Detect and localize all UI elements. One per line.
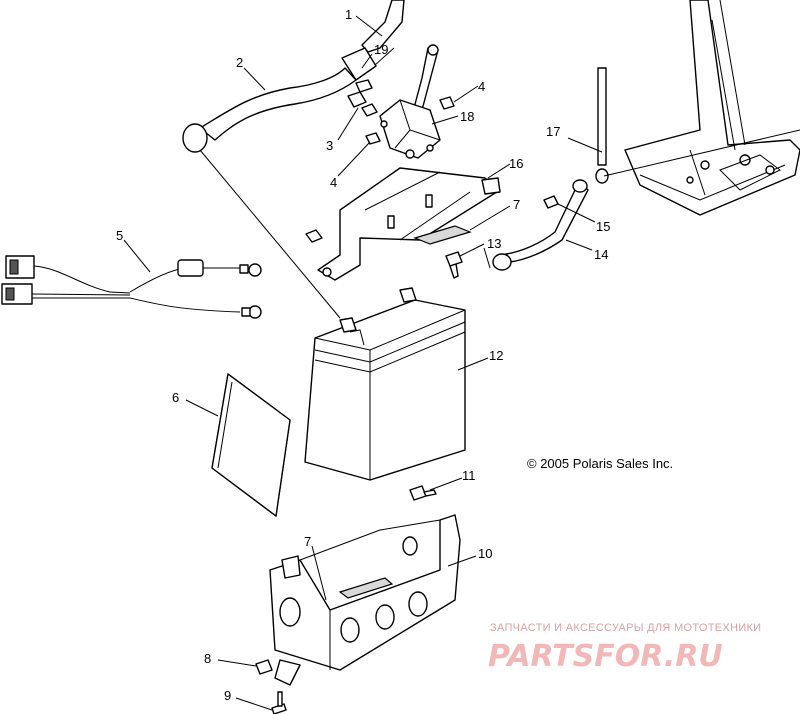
part-2-cable (182, 67, 357, 153)
callout-14: 14 (594, 247, 608, 262)
callout-7-lower: 7 (304, 534, 311, 549)
part-16-bracket (305, 167, 501, 281)
callout-3: 3 (326, 138, 333, 153)
callout-17: 17 (546, 124, 560, 139)
callout-5: 5 (116, 228, 123, 243)
part-14-cable (492, 179, 589, 271)
leader-lines (123, 15, 800, 711)
part-8-nut (255, 659, 273, 675)
callout-9: 9 (224, 688, 231, 703)
callout-15: 15 (596, 219, 610, 234)
callout-11: 11 (462, 468, 476, 483)
part-10-tray (269, 514, 461, 686)
small-nuts (347, 79, 455, 145)
watermark-logo: PARTSFOR.RU (488, 639, 723, 674)
part-7-pad-lower (338, 577, 394, 599)
part-12-battery (304, 287, 466, 481)
callout-6: 6 (172, 390, 179, 405)
callout-4-lower: 4 (330, 175, 337, 190)
frame-section (624, 0, 800, 216)
part-18-solenoid (379, 44, 441, 159)
callout-19: 19 (374, 42, 388, 57)
callout-10: 10 (478, 546, 492, 561)
callout-12: 12 (489, 348, 503, 363)
part-17-cable (595, 67, 609, 184)
callout-4-upper: 4 (478, 79, 485, 94)
part-11-bolt (409, 485, 437, 501)
watermark: ЗАПЧАСТИ И АКСЕССУАРЫ ДЛЯ МОТОТЕХНИКИ PA… (488, 622, 761, 674)
callout-18: 18 (460, 109, 474, 124)
callout-7-upper: 7 (513, 197, 520, 212)
part-15-nut (543, 195, 559, 209)
part-9-screw (271, 691, 287, 714)
part-13-screw (445, 251, 463, 279)
callout-8: 8 (204, 651, 211, 666)
copyright-text: © 2005 Polaris Sales Inc. (527, 456, 673, 471)
part-6-pad (211, 372, 291, 518)
part-7-pad-upper (413, 225, 472, 245)
callout-labels: 1 2 19 4 18 3 4 17 16 7 15 13 14 5 12 6 … (116, 7, 610, 703)
callout-2: 2 (236, 55, 243, 70)
part-1-cable-boot (341, 0, 405, 81)
callout-16: 16 (509, 156, 523, 171)
watermark-tagline: ЗАПЧАСТИ И АКСЕССУАРЫ ДЛЯ МОТОТЕХНИКИ (490, 622, 761, 634)
callout-1: 1 (345, 7, 352, 22)
part-5-harness (1, 255, 262, 319)
callout-13: 13 (487, 236, 501, 251)
